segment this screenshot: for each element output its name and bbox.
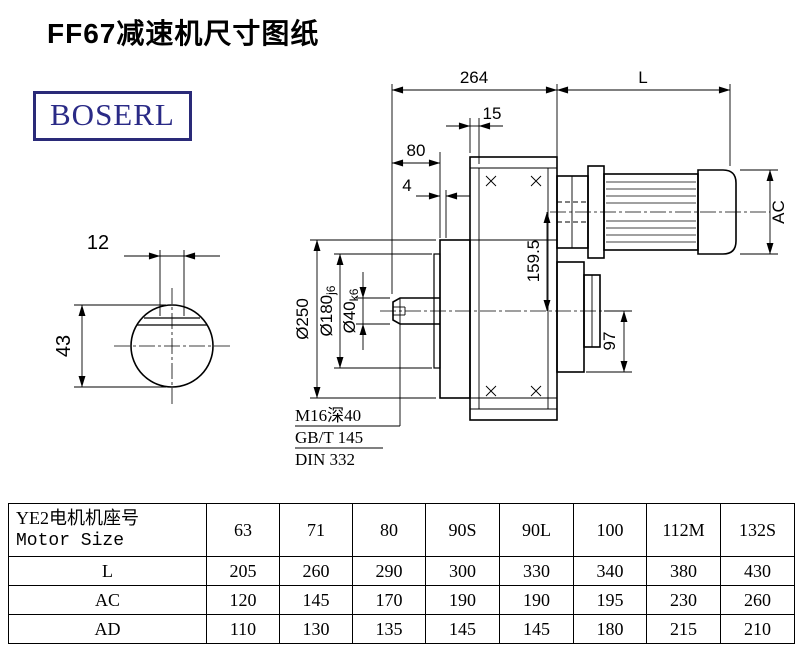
table-cell: 430 [720, 556, 795, 586]
page-title: FF67减速机尺寸图纸 [47, 18, 320, 49]
table-row-L: L 205 260 290 300 330 340 380 430 [8, 556, 795, 586]
dim-12-label: 12 [87, 232, 109, 254]
table-cell: 180 [573, 614, 647, 644]
table-cell: 130 [279, 614, 353, 644]
table-cell: 190 [425, 585, 500, 615]
motor-size-132S: 132S [720, 503, 795, 557]
brand-logo: BOSERL [33, 91, 192, 141]
mounting-flange [439, 239, 471, 399]
table-cell: 260 [720, 585, 795, 615]
table-cell: 290 [352, 556, 426, 586]
dim-d250-label: Ø250 [293, 298, 312, 340]
size-table: YE2电机机座号 Motor Size 63 71 80 90S 90L 100… [8, 503, 795, 644]
dim-80-label: 80 [407, 141, 426, 160]
table-cell: 110 [206, 614, 280, 644]
table-header-row: YE2电机机座号 Motor Size 63 71 80 90S 90L 100… [8, 503, 795, 557]
table-cell: 135 [352, 614, 426, 644]
dimension-drawing: 12 43 [53, 68, 788, 469]
table-cell: 120 [206, 585, 280, 615]
note-din: DIN 332 [295, 450, 355, 469]
dim-d40-label: Ø40k6 [340, 288, 361, 333]
table-cell: 210 [720, 614, 795, 644]
table-cell: 145 [279, 585, 353, 615]
row-label-AD: AD [8, 614, 207, 644]
motor-size-112M: 112M [646, 503, 721, 557]
table-cell: 195 [573, 585, 647, 615]
motor-size-label-cn: YE2电机机座号 [16, 507, 139, 528]
dimensions: 264 L 15 80 4 Ø250 Ø180j6 Ø40k6 [293, 68, 788, 469]
brand-logo-text: BOSERL [50, 97, 175, 132]
row-label-L: L [8, 556, 207, 586]
fan-cowl [697, 169, 737, 255]
table-cell: 190 [499, 585, 574, 615]
motor-size-90L: 90L [499, 503, 574, 557]
motor-size-90S: 90S [425, 503, 500, 557]
motor-fins [606, 181, 696, 243]
gear-housing [469, 156, 558, 421]
table-cell: 330 [499, 556, 574, 586]
output-stage-housing [556, 261, 585, 373]
note-m16: M16深40 [295, 406, 361, 425]
dim-97-label: 97 [600, 332, 619, 351]
shaft-end-view: 12 43 [53, 232, 230, 404]
motor-size-100: 100 [573, 503, 647, 557]
motor-size-71: 71 [279, 503, 353, 557]
dim-15-label: 15 [483, 104, 502, 123]
motor-size-header-cell: YE2电机机座号 Motor Size [8, 503, 207, 557]
table-cell: 215 [646, 614, 721, 644]
table-cell: 300 [425, 556, 500, 586]
row-label-AC: AC [8, 585, 207, 615]
table-cell: 380 [646, 556, 721, 586]
table-row-AD: AD 110 130 135 145 145 180 215 210 [8, 614, 795, 644]
dim-L-label: L [638, 68, 647, 87]
dim-d180-label: Ø180j6 [317, 285, 338, 336]
table-cell: 145 [499, 614, 574, 644]
bolt-hole-marks [485, 175, 542, 397]
note-gbt: GB/T 145 [295, 428, 363, 447]
shaft-section-circle [130, 304, 214, 388]
table-cell: 205 [206, 556, 280, 586]
dim-159-5-label: 159.5 [524, 240, 543, 283]
dim-43-label: 43 [53, 335, 75, 357]
dim-4-label: 4 [402, 176, 411, 195]
table-cell: 340 [573, 556, 647, 586]
motor-size-80: 80 [352, 503, 426, 557]
table-cell: 230 [646, 585, 721, 615]
table-cell: 170 [352, 585, 426, 615]
dim-264-label: 264 [460, 68, 488, 87]
table-cell: 145 [425, 614, 500, 644]
dim-AC-label: AC [769, 200, 788, 224]
table-cell: 260 [279, 556, 353, 586]
motor-size-label-en: Motor Size [16, 531, 125, 551]
motor-size-63: 63 [206, 503, 280, 557]
table-row-AC: AC 120 145 170 190 190 195 230 260 [8, 585, 795, 615]
